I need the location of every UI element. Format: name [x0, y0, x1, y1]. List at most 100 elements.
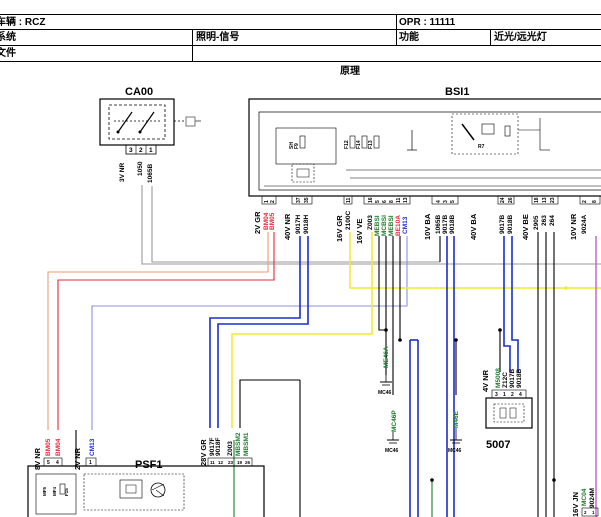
pin-number: 1	[264, 200, 270, 203]
wire-gray	[141, 185, 601, 265]
ca00-pin: 2	[139, 147, 143, 154]
pin-number: 4	[56, 460, 59, 466]
pin-number: 26	[245, 460, 251, 465]
wire-code: Z003	[227, 441, 234, 456]
wire-gray	[151, 186, 440, 263]
bsi1-labels: 2V GR 1 2 BM04 BM05 40V NR 37 35 9017H 9…	[253, 197, 598, 244]
wire-code: 9017F	[209, 438, 216, 456]
ca00-wire: 1050	[137, 161, 144, 176]
harness-label: 10V NR	[569, 213, 578, 240]
ground-label: MC46	[385, 448, 399, 454]
wire-code: Z003	[367, 215, 374, 230]
bsi1-box	[248, 98, 601, 197]
fuse-label: SH	[289, 142, 295, 149]
wire-code: CM13	[402, 216, 409, 234]
bsi1-connectors	[261, 195, 601, 205]
wire-blue	[209, 236, 301, 428]
fuse	[373, 135, 380, 149]
fuse	[59, 483, 66, 495]
pin-number: 12	[218, 460, 224, 465]
pin-number: 26	[508, 197, 514, 203]
ground-label: MC46	[448, 448, 462, 454]
harness-label: 40V NR	[283, 213, 292, 240]
wire-yellow	[349, 232, 601, 289]
wire-red	[47, 232, 269, 430]
pin-number: 2	[582, 200, 588, 203]
ca00-pin: 1	[149, 147, 153, 154]
pin-number: 1	[89, 460, 92, 466]
wire-code: 2100C	[345, 211, 352, 230]
pin-number: 2	[584, 510, 587, 515]
header-divider	[490, 29, 491, 45]
c5007-box	[485, 397, 533, 429]
pin-number: 11	[396, 197, 402, 203]
ground-name: M46E	[453, 410, 460, 428]
ca00-component: CA00 3 2 1 3V NR 1050 1065B	[99, 86, 201, 183]
wire-black	[378, 236, 386, 331]
pin-number: 18	[534, 197, 540, 203]
pin-number: 16	[368, 197, 374, 203]
relay-r7-box	[451, 113, 519, 155]
wire-code: 1065B	[435, 215, 442, 234]
fuse-label: MF4	[52, 487, 57, 496]
ground-name: ME46A	[383, 346, 390, 368]
wire-code: BM05	[45, 438, 52, 456]
relay-coil	[481, 123, 495, 135]
pin-number: 8	[389, 200, 395, 203]
psf1-harness: 2V NR	[73, 447, 82, 470]
opr-label: OPR : 11111	[399, 17, 456, 28]
pin-number: 5	[450, 200, 456, 203]
fuse-label: F12	[344, 140, 350, 149]
wires	[47, 185, 601, 517]
psf1-harness: 8V NR	[33, 447, 42, 470]
ca00-switch-arm	[139, 111, 155, 133]
wire-blue	[503, 236, 511, 372]
psf1-component: 8V NR BM05 BM04 5 4 2V NR CM13 1 PSF1 28…	[27, 432, 265, 517]
fuse-label: F13	[368, 140, 374, 149]
wire-code: 264	[549, 215, 556, 226]
c5007-harness: 4V NR	[481, 369, 490, 392]
pin-number: 5	[47, 460, 50, 466]
fuse-label: F9	[294, 143, 300, 149]
wire-code: MBSM2	[235, 432, 242, 456]
function-label: 功能	[399, 32, 419, 43]
bsi1-title: BSI1	[445, 86, 469, 98]
bsi1-component: BSI1 SH F9 F12 F14 F13 R7	[248, 86, 601, 197]
wire-code: MEBSI	[374, 215, 381, 236]
pin-number: 24	[500, 197, 506, 203]
harness-label: 16V JN	[571, 492, 580, 517]
junction-dots	[384, 286, 568, 482]
wire-code: 9018H	[303, 215, 310, 234]
pin-number: 3	[495, 392, 498, 398]
component-5007: 4V NR M5008 Z12C 9017B 9018B 3 1 2 4 500…	[481, 368, 533, 451]
wire-code: BM05	[269, 212, 276, 230]
relay-label: R7	[478, 144, 485, 150]
bsi1-inner-box	[258, 111, 601, 191]
wire-red	[57, 232, 275, 430]
fuse	[299, 135, 306, 149]
ground-label: MC46	[378, 390, 392, 396]
pin-number: 5	[375, 200, 381, 203]
wire-code: 263	[541, 215, 548, 226]
harness-label: 2V GR	[253, 211, 262, 234]
pin-number: 11	[210, 460, 215, 465]
header-rule	[0, 14, 601, 15]
pin-number: 37	[296, 197, 302, 203]
pin-number: 11	[346, 197, 352, 203]
wire-code: 9017B	[499, 215, 506, 234]
ecu-block	[291, 163, 315, 183]
header-rule	[0, 45, 601, 46]
fuse	[349, 135, 356, 149]
wire-code: 9018B	[507, 215, 514, 234]
wire-code: BM04	[263, 212, 270, 230]
document-label: 文件	[0, 48, 16, 59]
fuse-label: F14	[356, 140, 362, 149]
ca00-pin: 3	[129, 147, 133, 154]
pin-number: 13	[542, 197, 548, 203]
psf1-module	[119, 479, 143, 499]
ca00-switch-arm	[117, 111, 133, 133]
wire-code: BE10A	[395, 215, 402, 236]
pin-number: 2	[511, 392, 514, 398]
harness-label: 40V BA	[469, 213, 478, 240]
system-value: 照明-信号	[196, 32, 240, 43]
